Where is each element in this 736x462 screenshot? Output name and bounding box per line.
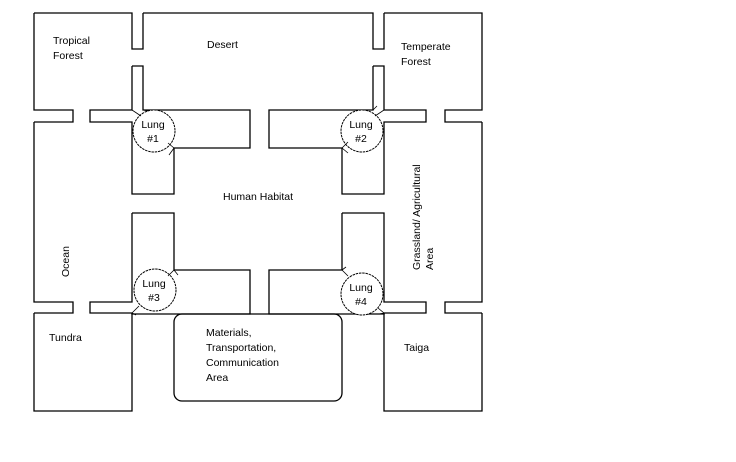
lung2-valves bbox=[341, 105, 385, 154]
lung2-label: Lung #2 bbox=[341, 118, 381, 146]
lung4-circle bbox=[340, 272, 384, 316]
label-temperate-forest-line1: Temperate bbox=[401, 41, 451, 53]
lung4-label: Lung #4 bbox=[341, 281, 381, 309]
lung3-label: Lung #3 bbox=[134, 277, 174, 305]
room-materials-walls bbox=[173, 313, 343, 402]
lung3-label-line1: Lung bbox=[142, 278, 166, 290]
lung3-circle bbox=[133, 268, 177, 312]
room-temperate-forest-walls bbox=[384, 12, 483, 123]
label-materials-line2: Transportation, bbox=[206, 342, 277, 354]
label-tropical-forest-line2: Forest bbox=[53, 50, 83, 62]
label-tundra: Tundra bbox=[49, 332, 82, 344]
label-temperate-forest: Temperate Forest bbox=[401, 40, 451, 70]
lung3-valves bbox=[131, 269, 179, 316]
label-tropical-forest: Tropical Forest bbox=[53, 34, 90, 64]
label-grassland-line1: Grassland/ Agricultural bbox=[411, 164, 423, 270]
lung3-block-walls bbox=[89, 212, 251, 315]
lung4-block-walls bbox=[268, 212, 427, 315]
lung4-label-line1: Lung bbox=[349, 282, 373, 294]
label-taiga: Taiga bbox=[404, 342, 430, 354]
lung4-valves bbox=[341, 266, 385, 315]
label-desert: Desert bbox=[207, 39, 238, 51]
room-tropical-forest-walls bbox=[33, 12, 144, 123]
label-grassland: Grassland/ Agricultural Area bbox=[411, 164, 437, 270]
label-temperate-forest-line2: Forest bbox=[401, 56, 431, 68]
room-ocean-walls bbox=[33, 122, 74, 314]
label-materials-line3: Communication bbox=[206, 357, 279, 369]
label-materials-line4: Area bbox=[206, 372, 229, 384]
lung2-label-line2: #2 bbox=[355, 133, 367, 145]
label-grassland-line2: Area bbox=[424, 247, 436, 270]
room-taiga-walls bbox=[383, 313, 483, 412]
lung1-label: Lung #1 bbox=[133, 118, 173, 146]
label-ocean: Ocean bbox=[60, 246, 72, 277]
label-materials-line1: Materials, bbox=[206, 327, 252, 339]
lung4-label-line2: #4 bbox=[355, 296, 367, 308]
label-human-habitat: Human Habitat bbox=[223, 191, 294, 203]
label-materials: Materials, Transportation, Communication… bbox=[206, 326, 279, 386]
lung1-circle bbox=[132, 109, 176, 153]
label-tropical-forest-line1: Tropical bbox=[53, 35, 90, 47]
lung1-label-line1: Lung bbox=[141, 119, 165, 131]
lung1-valves bbox=[131, 109, 175, 156]
lung2-circle bbox=[340, 109, 384, 153]
room-tundra-walls bbox=[33, 313, 133, 412]
room-desert-walls bbox=[143, 12, 385, 50]
lung1-label-line2: #1 bbox=[147, 133, 159, 145]
lung2-label-line1: Lung bbox=[349, 119, 373, 131]
lung3-label-line2: #3 bbox=[148, 292, 160, 304]
room-grassland-walls bbox=[444, 122, 483, 314]
